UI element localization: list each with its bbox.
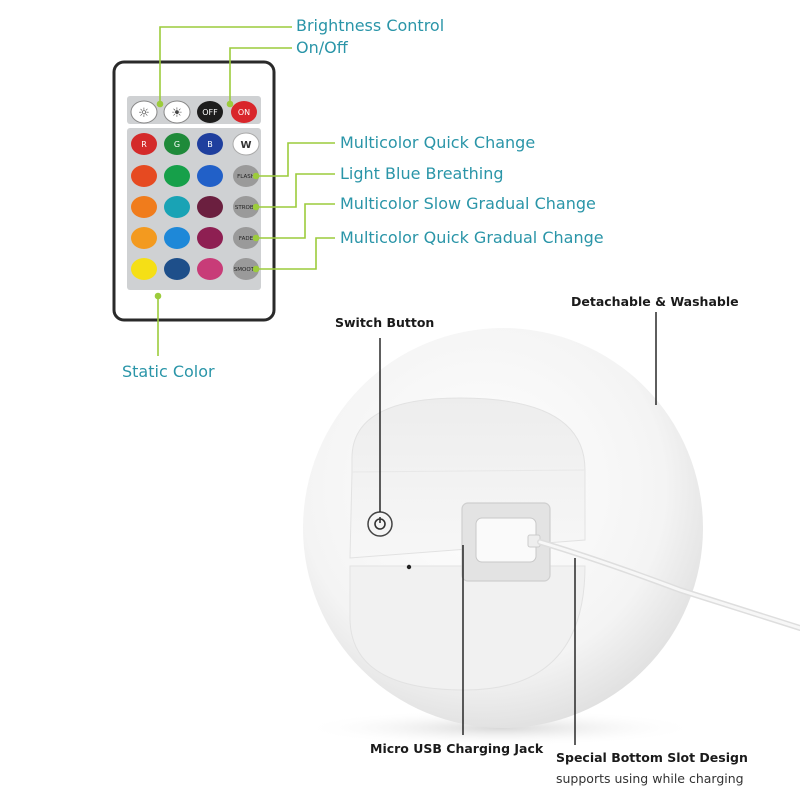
brightness-down-icon[interactable] <box>163 100 191 124</box>
fade-button[interactable] <box>233 227 259 249</box>
color-button-blue-2[interactable] <box>197 165 223 187</box>
callout-static-color: Static Color <box>122 362 215 381</box>
remote-control: ☼ ☀ OFF ON R G B W FLASH STROBE FADE <box>112 60 276 322</box>
callout-on-off: On/Off <box>296 38 348 57</box>
color-button-purple[interactable] <box>197 196 223 218</box>
flash-button[interactable] <box>233 165 259 187</box>
switch-button[interactable] <box>367 511 393 537</box>
remote-leader-lines <box>154 26 335 356</box>
smooth-label: SMOOTH <box>234 267 258 273</box>
callout-multicolor-quick-change: Multicolor Quick Change <box>340 133 536 152</box>
brightness-up-icon[interactable] <box>130 100 158 124</box>
callout-brightness-control: Brightness Control <box>296 16 445 35</box>
callout-light-blue-breathing: Light Blue Breathing <box>340 164 504 183</box>
color-button-green[interactable] <box>164 133 190 155</box>
color-button-navy[interactable] <box>164 258 190 280</box>
fade-label: FADE <box>239 236 254 242</box>
color-button-orange-red[interactable] <box>131 165 157 187</box>
svg-text:☼: ☼ <box>138 106 150 121</box>
callout-multicolor-slow-gradual-change: Multicolor Slow Gradual Change <box>340 194 596 213</box>
color-button-orange[interactable] <box>131 196 157 218</box>
color-button-yellow[interactable] <box>131 258 157 280</box>
strobe-button[interactable] <box>233 196 259 218</box>
color-button-green-2[interactable] <box>164 165 190 187</box>
on-button[interactable] <box>231 101 257 123</box>
callout-switch-button: Switch Button <box>335 315 435 330</box>
smooth-button[interactable] <box>233 258 259 280</box>
color-button-sky-blue[interactable] <box>164 227 190 249</box>
g-label: G <box>174 140 180 149</box>
off-button[interactable] <box>197 101 223 123</box>
color-button-magenta[interactable] <box>197 227 223 249</box>
color-button-teal[interactable] <box>164 196 190 218</box>
on-label: ON <box>238 108 250 117</box>
b-label: B <box>207 140 213 149</box>
callout-supports-using-while-charging: supports using while charging <box>556 771 744 786</box>
callout-detachable-washable: Detachable & Washable <box>571 294 739 309</box>
svg-text:☀: ☀ <box>171 106 183 121</box>
off-label: OFF <box>202 108 218 117</box>
color-button-blue[interactable] <box>197 133 223 155</box>
flash-label: FLASH <box>237 174 255 180</box>
lamp-leader-lines <box>379 312 657 745</box>
color-button-white[interactable] <box>232 132 260 156</box>
callout-micro-usb-charging-jack: Micro USB Charging Jack <box>370 741 544 756</box>
color-button-red[interactable] <box>131 133 157 155</box>
callout-special-bottom-slot-design: Special Bottom Slot Design <box>556 750 748 765</box>
strobe-label: STROBE <box>235 205 258 211</box>
lamp-ball <box>300 328 800 746</box>
indicator-dot <box>406 564 412 570</box>
color-button-pink[interactable] <box>197 258 223 280</box>
w-label: W <box>240 140 251 151</box>
color-button-amber[interactable] <box>131 227 157 249</box>
usb-plug <box>475 517 537 563</box>
callout-multicolor-quick-gradual-change: Multicolor Quick Gradual Change <box>340 228 604 247</box>
r-label: R <box>141 140 147 149</box>
